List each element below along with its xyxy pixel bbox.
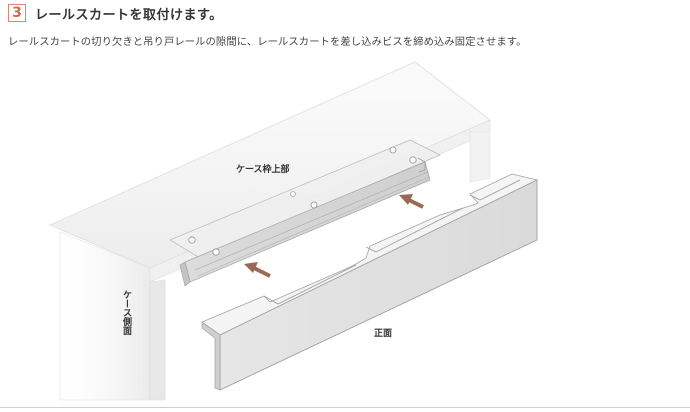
bottom-divider [0, 407, 690, 408]
screw-hole [409, 156, 417, 164]
cabinet-side-inner [149, 279, 166, 401]
rail-mounting-plate [169, 139, 441, 259]
rail-skirt-end [201, 321, 221, 391]
rail-channel-lip [179, 261, 191, 287]
insert-arrow-right [399, 194, 424, 209]
skirt-notch [365, 207, 464, 253]
rail-groove-line [194, 171, 429, 271]
label-cabinet-side: ケース側面 [121, 290, 133, 336]
screw-hole [290, 191, 296, 197]
screw-hole [212, 248, 220, 256]
screw-hole [188, 236, 196, 244]
skirt-notch [263, 264, 357, 305]
cabinet-right-side [469, 131, 491, 183]
skirt-notch [469, 179, 521, 201]
step-number-badge: 3 [8, 4, 26, 22]
screw-hole [310, 201, 318, 209]
step-header: 3 レールスカートを取付けます。 [8, 3, 223, 23]
insert-arrow-left [244, 262, 271, 278]
rail-end-profile [417, 157, 426, 173]
screw-hole [389, 146, 397, 154]
label-front: 正面 [374, 328, 392, 339]
step-description: レールスカートの切り欠きと吊り戸レールの隙間に、レールスカートを差し込みビスを締… [8, 36, 527, 48]
label-cabinet-top: ケース枠上部 [236, 163, 290, 175]
step-title: レールスカートを取付けます。 [35, 7, 223, 23]
rail-groove-line [197, 176, 430, 277]
